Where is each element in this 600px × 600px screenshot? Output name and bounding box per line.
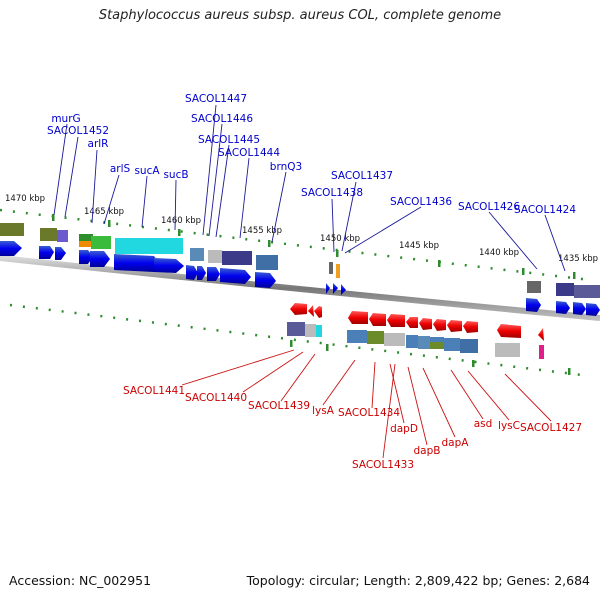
- gene-label-asd[interactable]: asd: [474, 418, 493, 430]
- top-leader-lines: [53, 104, 566, 272]
- lower-feature-boxes: [287, 322, 544, 359]
- scale-label: 1450 kbp: [320, 234, 360, 244]
- map-title: Staphylococcus aureus subsp. aureus COL,…: [98, 8, 502, 23]
- scale-label: 1445 kbp: [399, 241, 439, 251]
- gene-label-lysA[interactable]: lysA: [312, 405, 335, 417]
- gene-label-SACOL1427[interactable]: SACOL1427: [520, 422, 582, 434]
- forward-genes: [0, 241, 600, 316]
- upper-feature-boxes: [0, 223, 600, 298]
- gene-label-SACOL1426[interactable]: SACOL1426: [458, 201, 520, 213]
- gene-label-murG[interactable]: murG: [51, 113, 80, 125]
- gene-label-sucB[interactable]: sucB: [163, 169, 188, 181]
- gene-label-dapA[interactable]: dapA: [442, 437, 470, 449]
- upper-tick-row: [0, 208, 591, 282]
- scale-label: 1460 kbp: [161, 216, 201, 226]
- scale-label: 1465 kbp: [84, 207, 124, 217]
- gene-label-SACOL1436[interactable]: SACOL1436: [390, 196, 452, 208]
- scale-label: 1470 kbp: [5, 194, 45, 204]
- gene-label-arlS[interactable]: arlS: [110, 163, 131, 175]
- gene-label-SACOL1446[interactable]: SACOL1446: [191, 113, 253, 125]
- gene-label-SACOL1441[interactable]: SACOL1441: [123, 385, 185, 397]
- reverse-genes: [290, 303, 544, 341]
- gene-label-SACOL1438[interactable]: SACOL1438: [301, 187, 363, 199]
- gene-label-arlR[interactable]: arlR: [88, 138, 109, 150]
- topology-text: Topology: circular; Length: 2,809,422 bp…: [246, 573, 590, 588]
- gene-label-SACOL1447[interactable]: SACOL1447: [185, 93, 247, 105]
- gene-label-SACOL1434[interactable]: SACOL1434: [338, 407, 400, 419]
- gene-label-SACOL1439[interactable]: SACOL1439: [248, 400, 310, 412]
- accession-text: Accession: NC_002951: [9, 573, 152, 588]
- gene-label-SACOL1424[interactable]: SACOL1424: [514, 204, 576, 216]
- gene-label-brnQ3[interactable]: brnQ3: [270, 161, 302, 173]
- gene-label-dapD[interactable]: dapD: [390, 423, 418, 435]
- gene-label-dapB[interactable]: dapB: [414, 445, 441, 457]
- gene-label-SACOL1440[interactable]: SACOL1440: [185, 392, 247, 404]
- genome-backbone: [0, 255, 600, 321]
- gene-label-SACOL1437[interactable]: SACOL1437: [331, 170, 393, 182]
- scale-label: 1435 kbp: [558, 254, 598, 264]
- scale-label: 1455 kbp: [242, 226, 282, 236]
- gene-label-SACOL1452[interactable]: SACOL1452: [47, 125, 109, 137]
- bottom-leader-lines: [181, 349, 552, 459]
- gene-label-lysC[interactable]: lysC: [498, 420, 520, 432]
- gene-label-SACOL1445[interactable]: SACOL1445: [198, 134, 260, 146]
- gene-label-sucA[interactable]: sucA: [134, 165, 160, 177]
- lower-tick-row: [9, 303, 591, 378]
- gene-label-SACOL1444[interactable]: SACOL1444: [218, 147, 280, 159]
- scale-label: 1440 kbp: [479, 248, 519, 258]
- gene-label-SACOL1433[interactable]: SACOL1433: [352, 459, 414, 471]
